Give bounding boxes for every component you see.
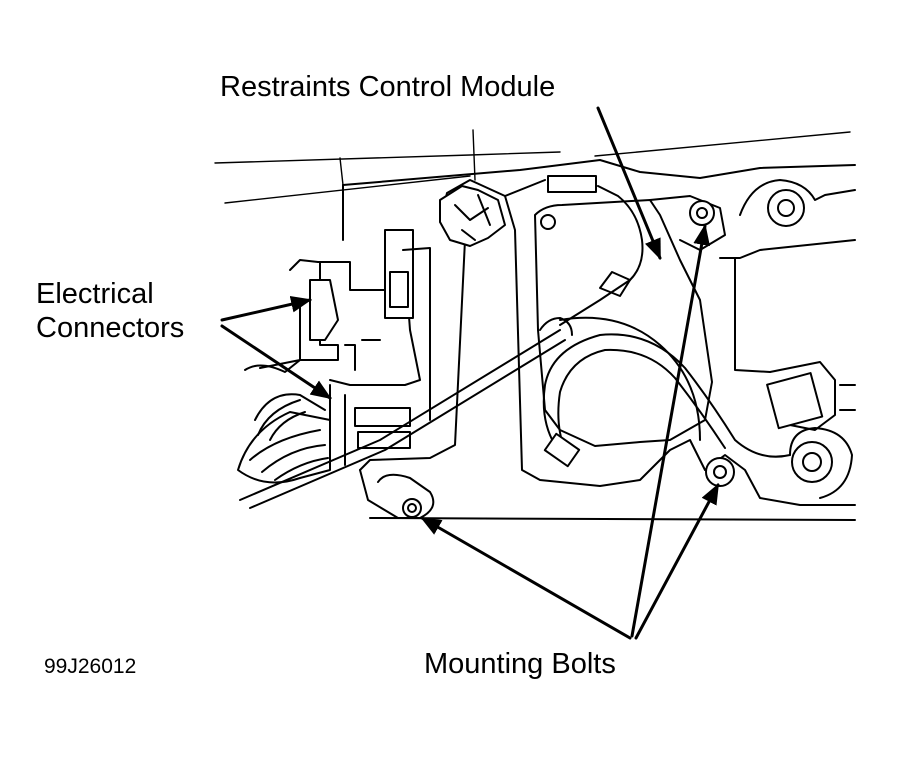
vehicle-structure-drawing xyxy=(214,129,856,521)
electrical-connectors-line2: Connectors xyxy=(36,312,185,344)
leader-lines xyxy=(220,106,720,640)
figure-id-text: 99J26012 xyxy=(44,655,137,678)
connector-leader-lower xyxy=(220,324,332,400)
bolt-leader-upper-right xyxy=(630,223,710,638)
bolt-leader-left xyxy=(420,516,632,640)
figure-id: 99J26012 xyxy=(44,655,136,679)
bolt-leader-lower-right xyxy=(634,483,720,640)
restraints-control-module-label: Restraints Control Module xyxy=(220,70,555,104)
mounting-bolts-text: Mounting Bolts xyxy=(424,648,616,680)
restraints-control-module-text: Restraints Control Module xyxy=(220,71,556,103)
electrical-connectors-line1: Electrical xyxy=(36,278,154,310)
mounting-bolts-label: Mounting Bolts xyxy=(424,647,616,681)
connector-leader-upper xyxy=(220,295,313,322)
rcm-leader xyxy=(596,106,662,260)
electrical-connectors-label: Electrical Connectors xyxy=(36,277,184,345)
